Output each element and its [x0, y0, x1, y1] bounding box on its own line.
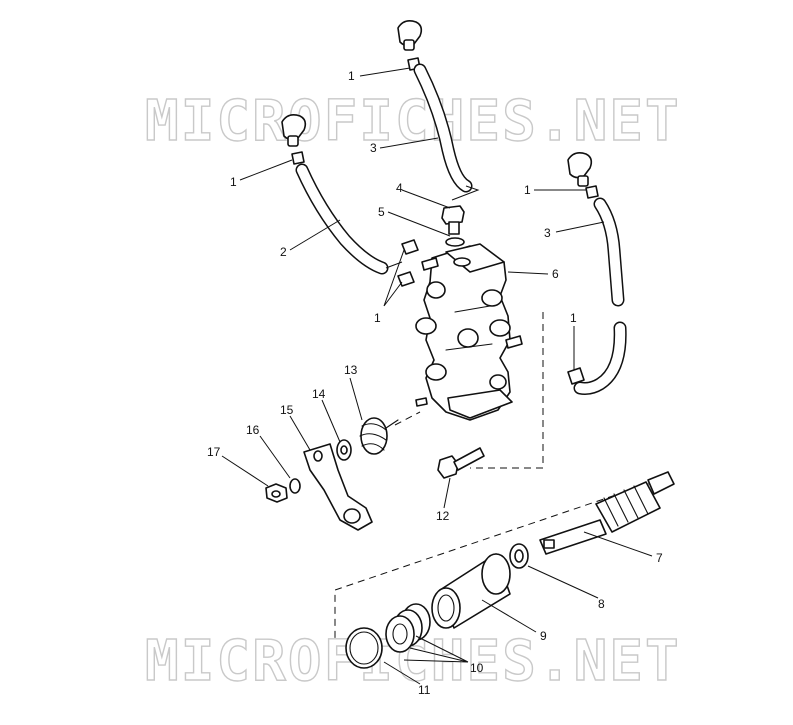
washer-14: [336, 439, 352, 461]
callout-1-pump: 1: [374, 311, 381, 325]
watermark-top: MICROFICHES.NET: [145, 89, 681, 154]
lever-15: [303, 443, 373, 531]
hose-left: [295, 163, 389, 275]
hose-upper-right: [413, 63, 473, 193]
callout-4: 4: [396, 181, 403, 195]
callout-12: 12: [436, 509, 450, 523]
callout-1-top: 1: [348, 69, 355, 83]
washer-5: [445, 237, 465, 247]
bushing-9: [431, 553, 511, 629]
right-lower-clamp: [567, 367, 585, 385]
seals-10: [385, 603, 431, 653]
spring-13: [359, 417, 399, 455]
callout-15: 15: [280, 403, 294, 417]
callout-8: 8: [598, 597, 605, 611]
callout-1-left: 1: [230, 175, 237, 189]
callout-1-right: 1: [524, 183, 531, 197]
hose-right-lower: [573, 321, 627, 395]
callout-6: 6: [552, 267, 559, 281]
callout-14: 14: [312, 387, 326, 401]
washer-16: [289, 478, 301, 494]
hose-right-upper: [593, 197, 625, 307]
callout-2: 2: [280, 245, 287, 259]
drive-gear-shaft-7: [539, 471, 675, 555]
right-fitting: [567, 152, 599, 199]
o-ring-11: [345, 627, 383, 669]
callout-16: 16: [246, 423, 260, 437]
nut-17: [265, 483, 288, 503]
leader-lines: [221, 67, 653, 685]
callout-3-right: 3: [544, 226, 551, 240]
oil-pump-body: [415, 243, 523, 421]
washer-8: [509, 543, 529, 569]
callout-13: 13: [344, 363, 358, 377]
left-fitting: [281, 114, 307, 165]
callout-7: 7: [656, 551, 663, 565]
upper-fitting: [397, 20, 423, 71]
callout-9: 9: [540, 629, 547, 643]
callout-3-upper: 3: [370, 141, 377, 155]
hose-connection-line: [451, 185, 480, 201]
callout-11: 11: [418, 683, 431, 697]
callout-17: 17: [207, 445, 221, 459]
callout-10: 10: [470, 661, 484, 675]
bolt-4: [441, 205, 465, 235]
assembly-boundary-lines: [334, 312, 661, 640]
clamp-pump-upper: [401, 239, 419, 255]
callout-labels: 1 3 1 2 4 5 6 1 3 1 1 13 14 15 16 17 12 …: [207, 69, 663, 697]
callout-5: 5: [378, 205, 385, 219]
callout-1-lower-right: 1: [570, 311, 577, 325]
bolt-12: [437, 447, 485, 479]
